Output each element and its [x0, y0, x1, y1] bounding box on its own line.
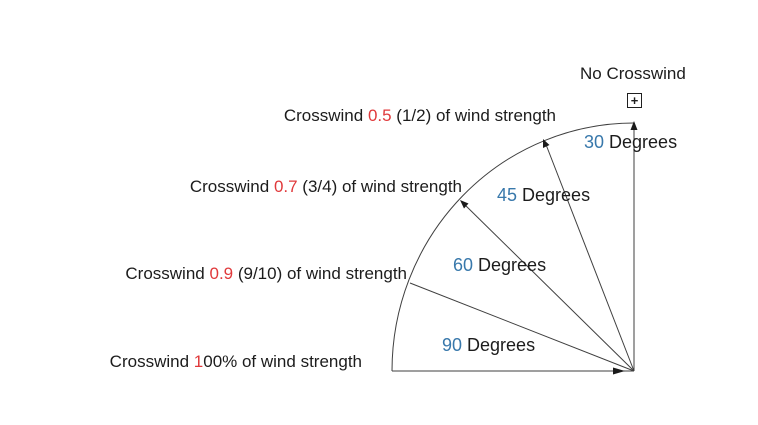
arrowhead-90-degrees-icon — [613, 367, 625, 375]
line-60-degrees — [409, 282, 635, 372]
angle-value: 60 — [453, 255, 474, 275]
crosswind-factor-value: 0.9 — [209, 264, 234, 283]
crosswind-0.5-label: Crosswind 0.5 (1/2) of wind strength — [284, 106, 556, 126]
label-suffix: (3/4) of wind strength — [297, 177, 462, 196]
angle-30-label: 30 Degrees — [584, 132, 677, 152]
angle-suffix: Degrees — [604, 132, 678, 152]
expand-box-icon[interactable]: + — [627, 93, 642, 108]
line-30-degrees — [544, 141, 635, 372]
crosswind-factor-value: 0.7 — [273, 177, 298, 196]
plus-glyph: + — [630, 93, 639, 108]
angle-60-label: 60 Degrees — [453, 255, 546, 275]
angle-value: 30 — [584, 132, 605, 152]
label-prefix: Crosswind — [125, 264, 210, 283]
no-crosswind-label: No Crosswind — [580, 64, 686, 83]
crosswind-factor-value: 0.5 — [367, 106, 392, 125]
angle-value: 45 — [497, 185, 518, 205]
crosswind-0.9-label: Crosswind 0.9 (9/10) of wind strength — [125, 264, 407, 284]
arrowhead-30-degrees-icon — [543, 139, 550, 148]
line-45-degrees — [461, 201, 635, 372]
arrowhead-no-crosswind-icon — [630, 121, 638, 130]
label-prefix: Crosswind — [189, 177, 274, 196]
angle-90-label: 90 Degrees — [442, 335, 535, 355]
crosswind-factor-value: 1 — [193, 352, 204, 371]
angle-value: 90 — [442, 335, 463, 355]
label-prefix: Crosswind — [283, 106, 368, 125]
label-prefix: Crosswind — [109, 352, 194, 371]
label-suffix: 00% of wind strength — [203, 352, 362, 371]
crosswind-0.7-label: Crosswind 0.7 (3/4) of wind strength — [190, 177, 462, 197]
angle-suffix: Degrees — [462, 335, 536, 355]
angle-45-label: 45 Degrees — [497, 185, 590, 205]
label-suffix: (9/10) of wind strength — [233, 264, 407, 283]
label-suffix: (1/2) of wind strength — [391, 106, 556, 125]
angle-suffix: Degrees — [517, 185, 591, 205]
arrowhead-45-degrees-icon — [460, 200, 469, 209]
wind-arc — [391, 122, 635, 372]
angle-suffix: Degrees — [473, 255, 547, 275]
crosswind-100-label: Crosswind 100% of wind strength — [110, 352, 362, 372]
